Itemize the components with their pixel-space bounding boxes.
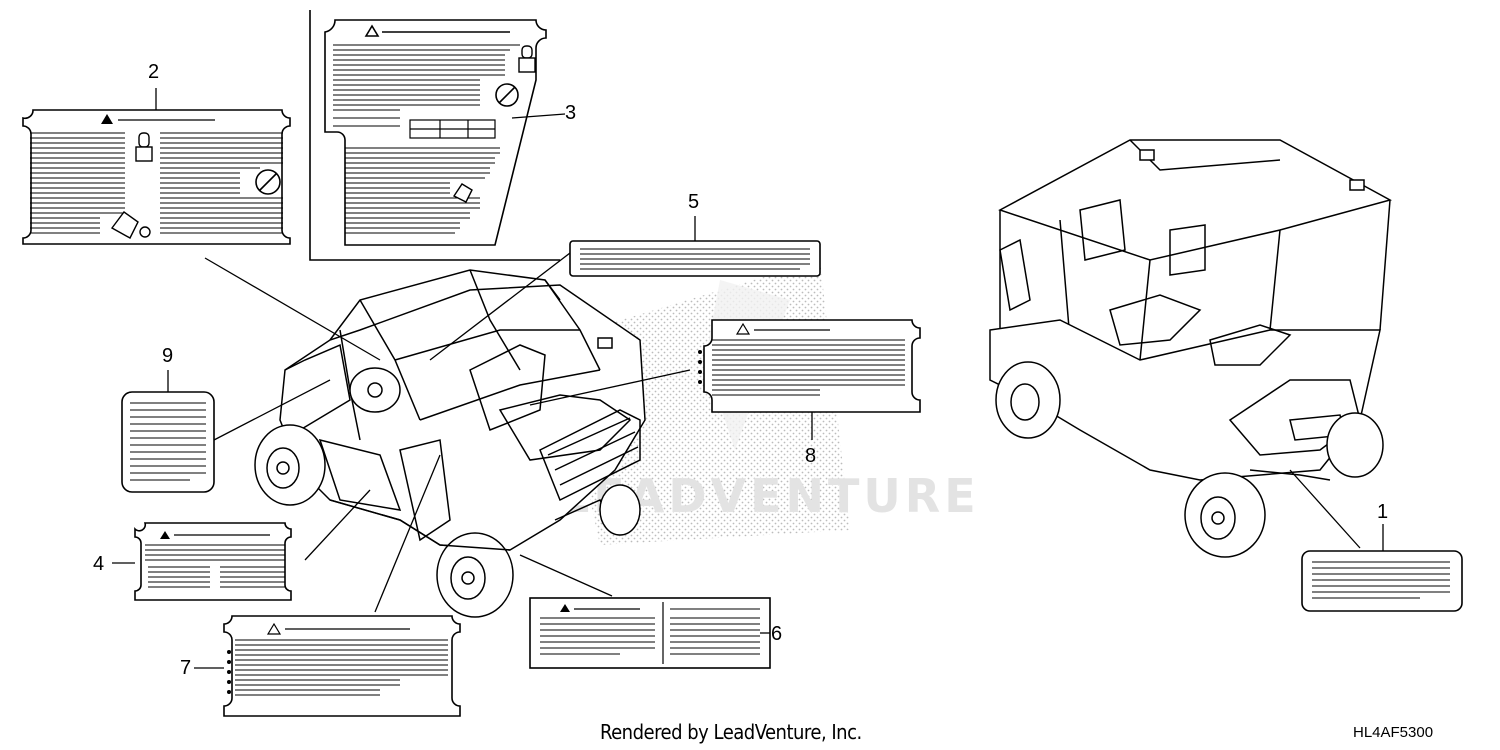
- callout-3: 3: [565, 102, 577, 124]
- label-3-table: [409, 119, 496, 139]
- label-5: [569, 240, 821, 277]
- label-7-bullets: [227, 650, 231, 694]
- leader-line-7b: [374, 454, 441, 613]
- callout-4: 4: [93, 553, 105, 575]
- rollover-icon: [110, 211, 151, 239]
- leader-line-4b: [304, 489, 371, 561]
- callout-7: 7: [180, 657, 192, 679]
- diagram-code: HL4AF5300: [1353, 724, 1434, 741]
- leader-line-3: [511, 113, 566, 119]
- warning-triangle-icon: [160, 531, 170, 539]
- label-1: [1301, 550, 1463, 612]
- caution-triangle-icon: [735, 322, 751, 335]
- callout-2: 2: [148, 61, 160, 83]
- label-4: [134, 522, 292, 601]
- label-8: [698, 319, 921, 413]
- leader-line-1b: [1289, 469, 1361, 549]
- warning-triangle-icon: [101, 114, 113, 124]
- leader-line-9b: [213, 379, 331, 441]
- utv-four-seat: [989, 139, 1392, 558]
- label-6: [529, 597, 771, 669]
- person-seated-icon: [135, 132, 153, 162]
- label-3: [309, 10, 560, 261]
- person-seated-icon: [518, 45, 536, 73]
- caution-triangle-icon: [266, 622, 282, 635]
- callout-8: 8: [805, 445, 817, 467]
- warning-triangle-icon: [560, 604, 570, 612]
- callout-1: 1: [1377, 501, 1389, 523]
- utv-two-seat: [254, 269, 646, 618]
- leader-lines: [112, 88, 1384, 669]
- label-9: [121, 391, 215, 493]
- footer-credit: Rendered by LeadVenture, Inc.: [600, 720, 862, 744]
- callout-6: 6: [771, 623, 783, 645]
- leader-line-8b: [529, 369, 691, 406]
- leader-line-2b: [204, 257, 381, 361]
- no-symbol-icon: [495, 83, 519, 107]
- callout-9: 9: [162, 345, 174, 367]
- rollover-icon: [452, 183, 473, 203]
- no-symbol-icon-2: [255, 169, 281, 195]
- label-8-bullets: [698, 350, 702, 384]
- label-2-text-lines: [30, 132, 283, 234]
- callout-5: 5: [688, 191, 700, 213]
- leader-line-5b: [429, 252, 571, 361]
- label-3-text-lines: [333, 44, 520, 234]
- leader-line-6b: [519, 554, 613, 597]
- label-7: [223, 615, 461, 717]
